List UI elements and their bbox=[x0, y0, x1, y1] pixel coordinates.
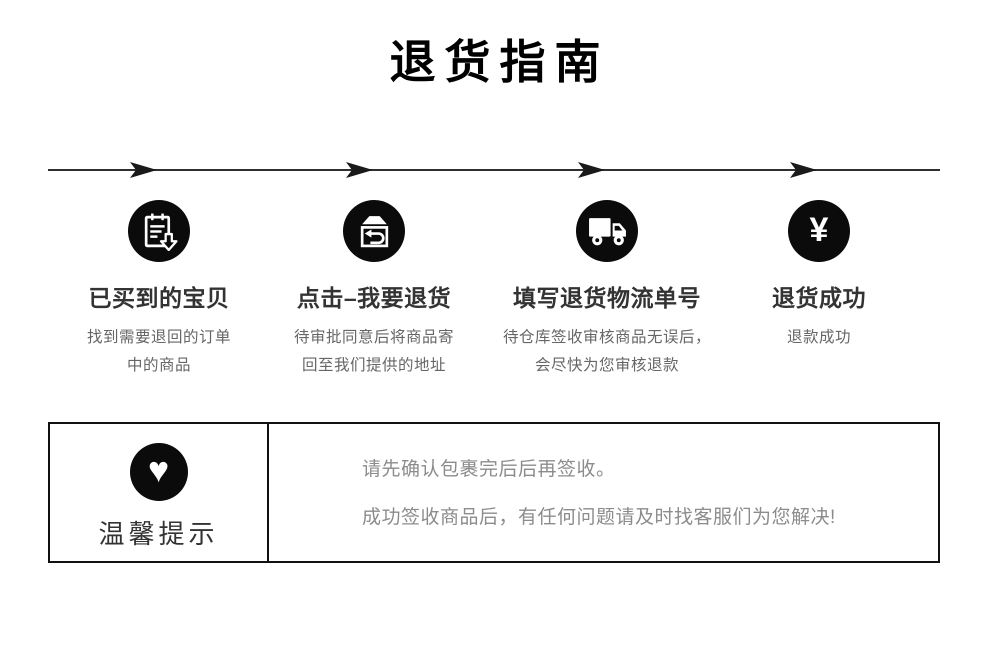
step-description: 退款成功 bbox=[786, 329, 851, 346]
return-box-icon bbox=[343, 200, 405, 262]
tips-title: 温馨提示 bbox=[98, 519, 219, 549]
step-title: 点击–我要退货 bbox=[296, 285, 452, 311]
step-title: 已买到的宝贝 bbox=[88, 285, 230, 311]
step-description: 待审批同意后将商品寄 回至我们提供的地址 bbox=[293, 329, 454, 374]
order-list-icon bbox=[128, 200, 190, 262]
heart-icon: ♥ bbox=[129, 443, 188, 501]
step-description: 待仓库签收审核商品无误后， 会尽快为您审核退款 bbox=[502, 329, 711, 374]
step-click-return: 点击–我要退货 待审批同意后将商品寄 回至我们提供的地址 bbox=[269, 200, 479, 380]
tips-header: ♥ 温馨提示 bbox=[50, 424, 269, 561]
truck-icon bbox=[576, 200, 638, 262]
page-title: 退货指南 bbox=[389, 36, 610, 88]
yuan-icon: ¥ bbox=[788, 200, 850, 262]
step-description: 找到需要退回的订单 中的商品 bbox=[86, 329, 231, 374]
tips-box: ♥ 温馨提示 请先确认包裹完后后再签收。 成功签收商品后，有任何问题请及时找客服… bbox=[48, 422, 940, 563]
step-title: 填写退货物流单号 bbox=[513, 285, 701, 311]
step-logistics-number: 填写退货物流单号 待仓库签收审核商品无误后， 会尽快为您审核退款 bbox=[487, 200, 727, 380]
step-return-success: ¥ 退货成功 退款成功 bbox=[744, 200, 894, 352]
step-bought-items: 已买到的宝贝 找到需要退回的订单 中的商品 bbox=[69, 200, 249, 380]
tips-line-2: 成功签收商品后，有任何问题请及时找客服们为您解决! bbox=[362, 507, 836, 528]
timeline-line bbox=[48, 169, 940, 171]
tips-content: 请先确认包裹完后后再签收。 成功签收商品后，有任何问题请及时找客服们为您解决! bbox=[269, 424, 938, 561]
step-title: 退货成功 bbox=[772, 285, 866, 311]
tips-line-1: 请先确认包裹完后后再签收。 bbox=[362, 459, 616, 480]
